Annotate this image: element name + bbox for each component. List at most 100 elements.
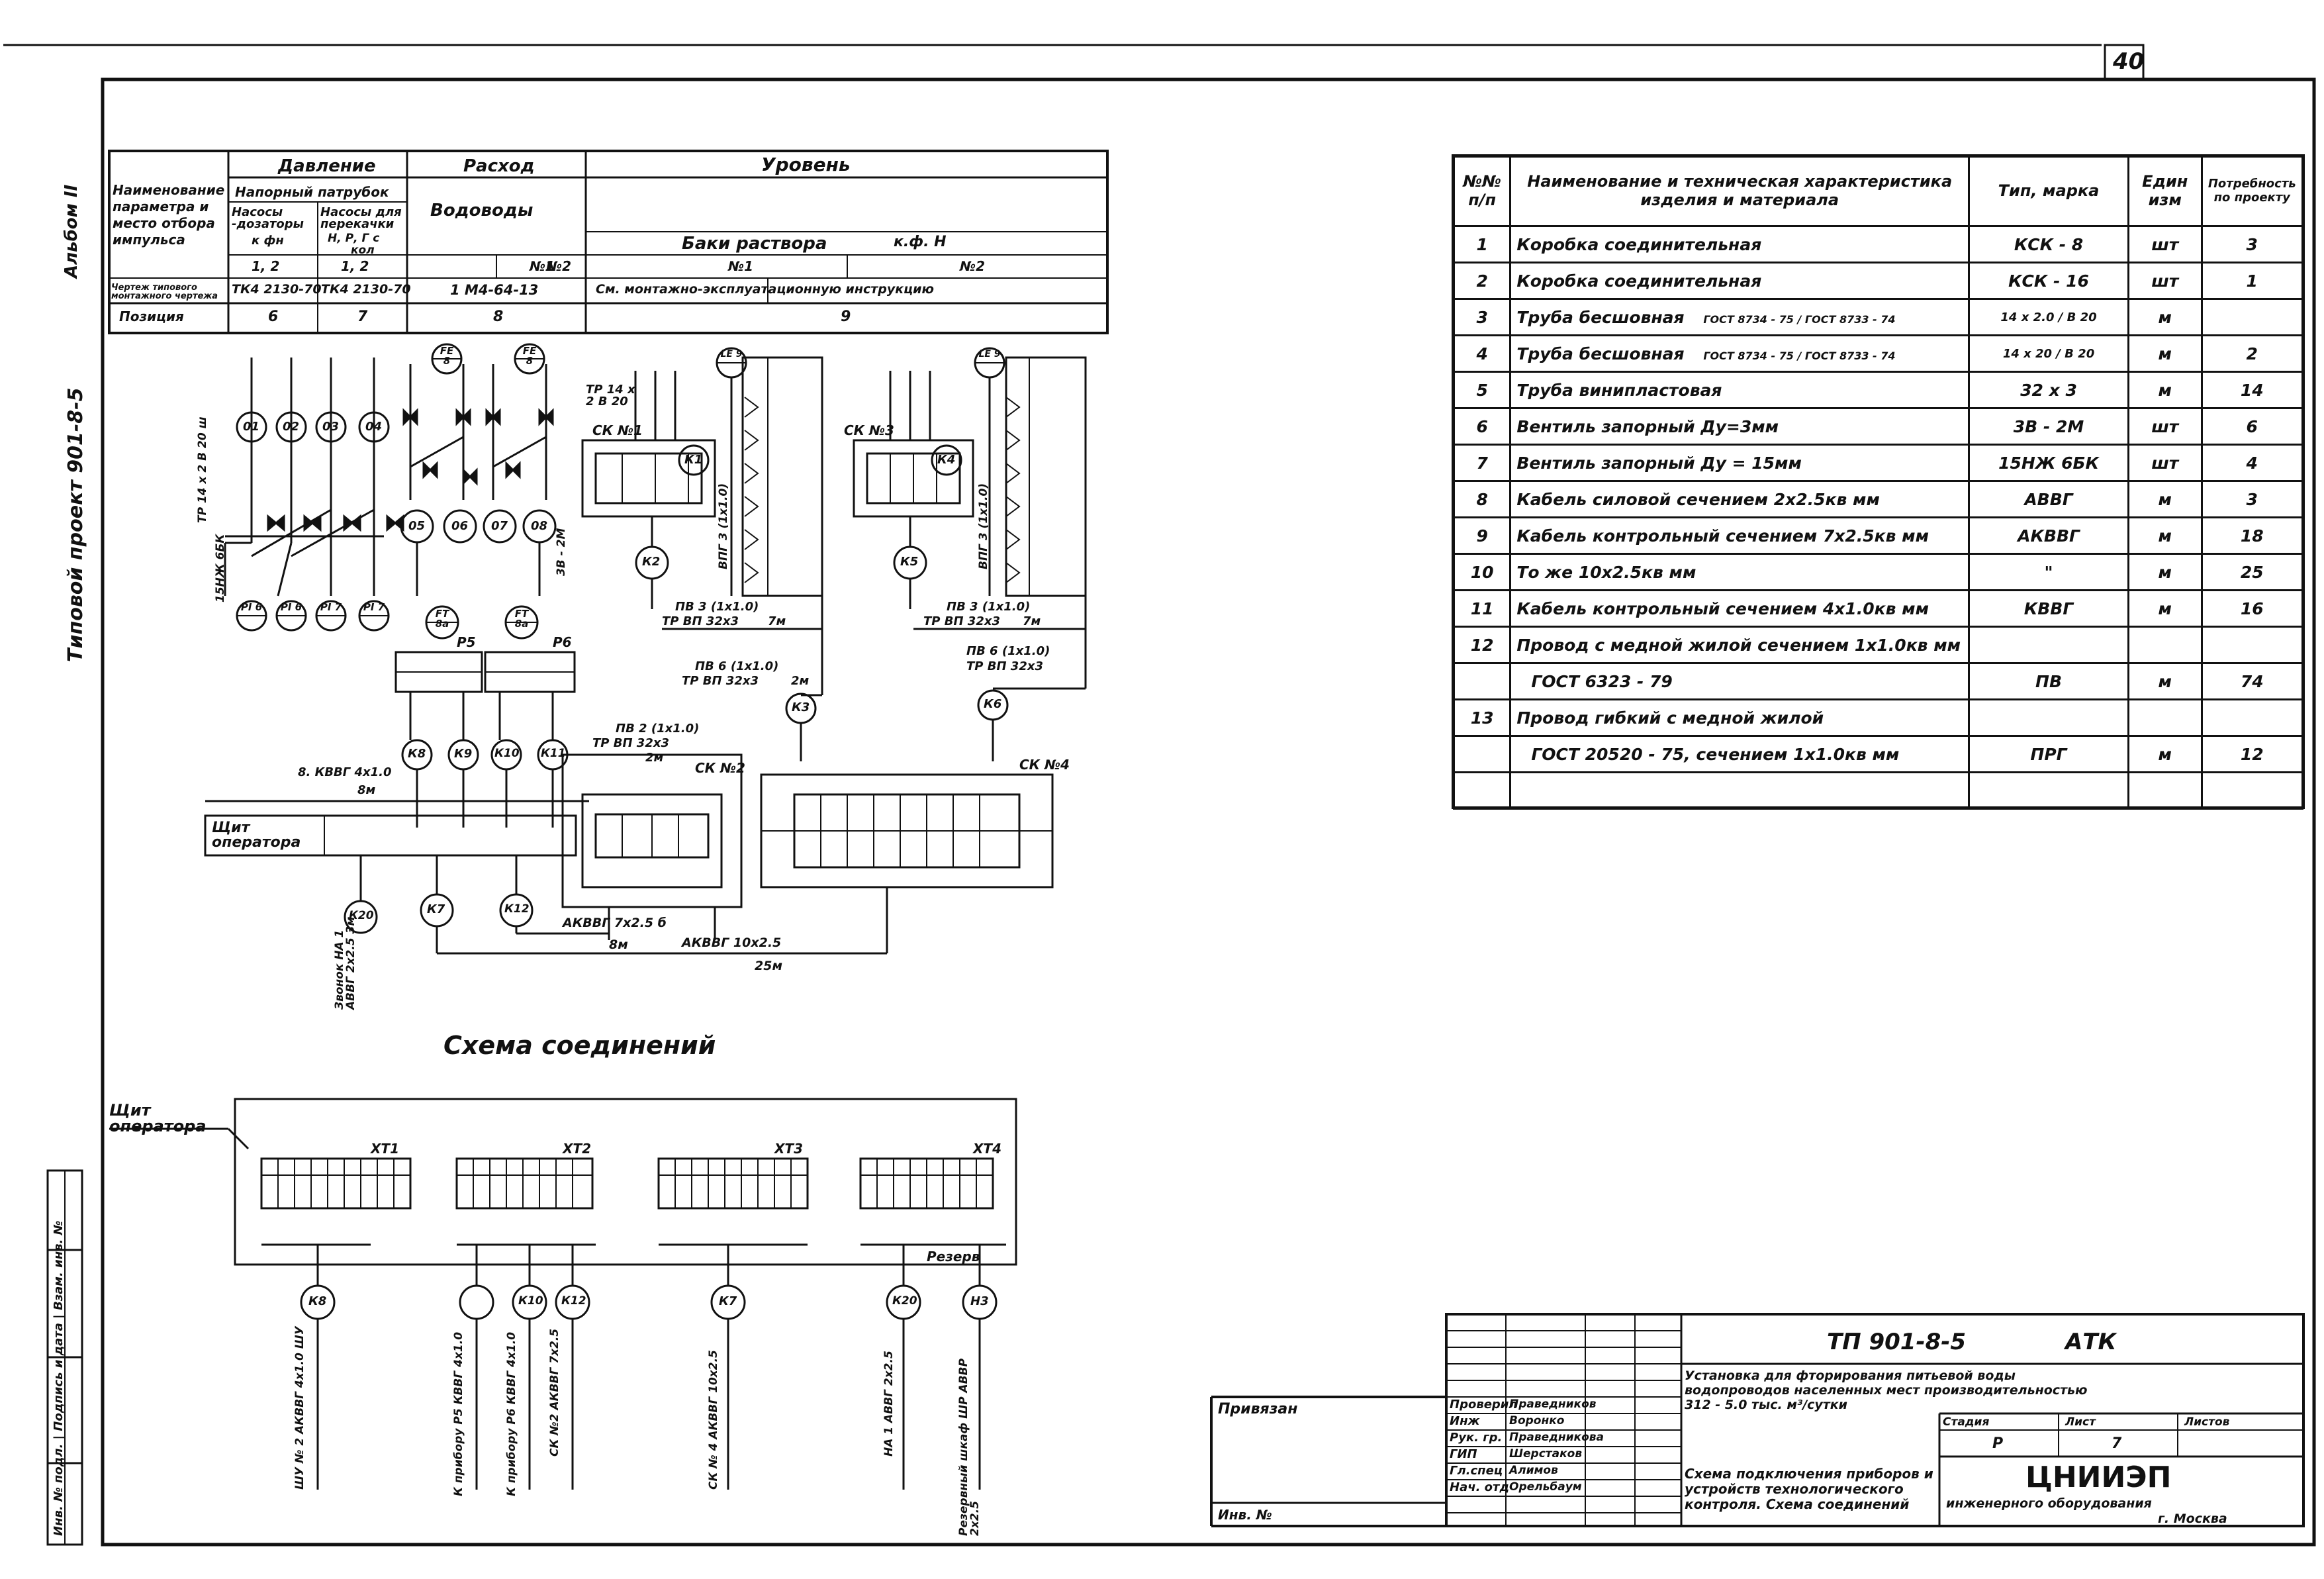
k9: К9 [454, 747, 473, 761]
pressure-col2: Насосы для перекачки [320, 205, 402, 231]
spec-name: Кабель контрольный сечением 4х1.0кв мм [1509, 589, 1971, 628]
bottom-label-1: ШУ № 2 АКВВГ 4х1.0 ШУ [293, 1326, 306, 1490]
spec-n: 5 [1452, 371, 1512, 409]
spec-name: Труба бесшовная ГОСТ 8734 - 75 / ГОСТ 87… [1509, 334, 1971, 373]
spec-n: 2 [1452, 262, 1512, 300]
reserve-label: Резерв [927, 1249, 980, 1265]
pos-6: 6 [268, 309, 279, 325]
k20-bottom: К20 [892, 1294, 917, 1308]
cable-c5c: 2м [645, 751, 664, 765]
tb-name-2: Воронко [1509, 1414, 1565, 1427]
bottom-label-5: СК № 4 АКВВГ 10х2.5 [707, 1350, 720, 1490]
page-number: 40 [2113, 48, 2145, 75]
dev-02: 02 [283, 420, 300, 434]
spec-qty: 12 [2200, 735, 2303, 773]
project-label: Типовой проект 901-8-5 [64, 387, 87, 662]
fe-2: FE 8 [522, 345, 537, 367]
spec-gost: ГОСТ 8734 - 75 / ГОСТ 8733 - 74 [1703, 349, 1896, 362]
pressure-sub: Напорный патрубок [235, 184, 389, 200]
spec-qty [2200, 698, 2303, 737]
pos-8: 8 [493, 309, 504, 325]
spec-table: №№ п/п Наименование и техническая характ… [1452, 156, 2303, 810]
tb-stage: Р [1992, 1435, 2004, 1452]
pi-4: PI 7 [363, 601, 385, 613]
spec-h-num: №№ п/п [1452, 156, 1512, 227]
spec-name: Кабель контрольный сечением 7х2.5кв мм [1509, 516, 1971, 555]
spec-unit: шт [2127, 444, 2203, 482]
dev-04: 04 [365, 420, 383, 434]
spec-n [1452, 735, 1512, 773]
spec-n: 12 [1452, 626, 1512, 664]
vert-left2: ВПГ 3 (1х1.0) [977, 483, 990, 569]
cable-c3c: 2м [791, 674, 810, 688]
k8: К8 [408, 747, 426, 761]
doc-2: ТК4 2130-70 [321, 282, 411, 297]
bottom-label-3: К прибору Р6 КВВГ 4х1.0 [505, 1331, 518, 1496]
spec-n: 3 [1452, 298, 1512, 336]
tb-name-6: Орельбаум [1509, 1480, 1582, 1494]
tb-sheet: 7 [2112, 1435, 2122, 1452]
album-label: Альбом II [62, 184, 81, 278]
tb-org: ЦНИИЭП [2025, 1460, 2172, 1494]
position-label: Позиция [119, 309, 184, 324]
le-2: LE 9 [978, 349, 1001, 359]
cable-c5b: ТР ВП 32х3 [592, 736, 669, 750]
spec-n: 10 [1452, 553, 1512, 591]
spec-type: 32 х 3 [1968, 371, 2130, 409]
pos-9: 9 [841, 309, 851, 325]
spec-row [1452, 771, 2303, 810]
spec-qty: 6 [2200, 407, 2303, 446]
pressure-col1b: к фн [252, 234, 284, 248]
dev-07: 07 [491, 519, 508, 533]
spec-qty: 74 [2200, 662, 2303, 700]
spec-unit: м [2127, 371, 2203, 409]
spec-qty: 3 [2200, 480, 2303, 518]
spec-unit: м [2127, 480, 2203, 518]
spec-name: Вентиль запорный Ду = 15мм [1509, 444, 1971, 482]
spec-type [1968, 626, 2130, 664]
r6: Р6 [553, 634, 572, 650]
doc-3: 1 М4-64-13 [450, 282, 539, 298]
num-1: 1, 2 [252, 258, 280, 274]
spec-type: 14 х 2.0 / В 20 [1968, 298, 2130, 336]
cable-c8: АКВВГ 10х2.5 [682, 935, 782, 950]
spec-h-type: Тип, марка [1968, 156, 2130, 227]
level-sub: Баки раствора [682, 234, 827, 254]
zvonok-label: Звонок НА 1 АВВГ 2х2.5 3м [333, 916, 357, 1010]
spec-qty [2200, 626, 2303, 664]
spec-n: 11 [1452, 589, 1512, 628]
k2: К2 [642, 555, 661, 569]
cable-c8b: 25м [755, 959, 782, 973]
spec-name: Труба винипластовая [1509, 371, 1971, 409]
spec-type [1968, 698, 2130, 737]
ft-2: FT 8а [514, 608, 529, 630]
doc-4: См. монтажно-эксплуатационную инструкцию [596, 282, 934, 297]
pi-3: PI 7 [320, 601, 342, 613]
dev-01: 01 [243, 420, 260, 434]
spec-qty [2200, 298, 2303, 336]
spec-unit: м [2127, 553, 2203, 591]
pressure-col2c: кол [351, 244, 375, 257]
cable-c2: ПВ 3 (1х1.0) [947, 600, 1031, 614]
bottom-label-6: НА 1 АВВГ 2х2.5 [882, 1351, 896, 1457]
k3: К3 [792, 700, 810, 714]
le-1: LE 9 [720, 349, 743, 359]
spec-type: 14 х 20 / В 20 [1968, 334, 2130, 373]
k8-bottom: К8 [308, 1294, 327, 1308]
spec-unit [2127, 626, 2203, 664]
tb-sheet-mark: АТК [2065, 1329, 2117, 1355]
spec-n: 4 [1452, 334, 1512, 373]
spec-unit: м [2127, 298, 2203, 336]
num-4: №2 [546, 258, 571, 274]
spec-type: КВВГ [1968, 589, 2130, 628]
cable-c6b: 8м [357, 783, 376, 797]
spec-name: Кабель силовой сечением 2х2.5кв мм [1509, 480, 1971, 518]
spec-h-name: Наименование и техническая характеристик… [1509, 156, 1971, 227]
spec-unit: шт [2127, 407, 2203, 446]
spec-qty: 4 [2200, 444, 2303, 482]
spec-qty: 3 [2200, 225, 2303, 263]
spec-type: АВВГ [1968, 480, 2130, 518]
